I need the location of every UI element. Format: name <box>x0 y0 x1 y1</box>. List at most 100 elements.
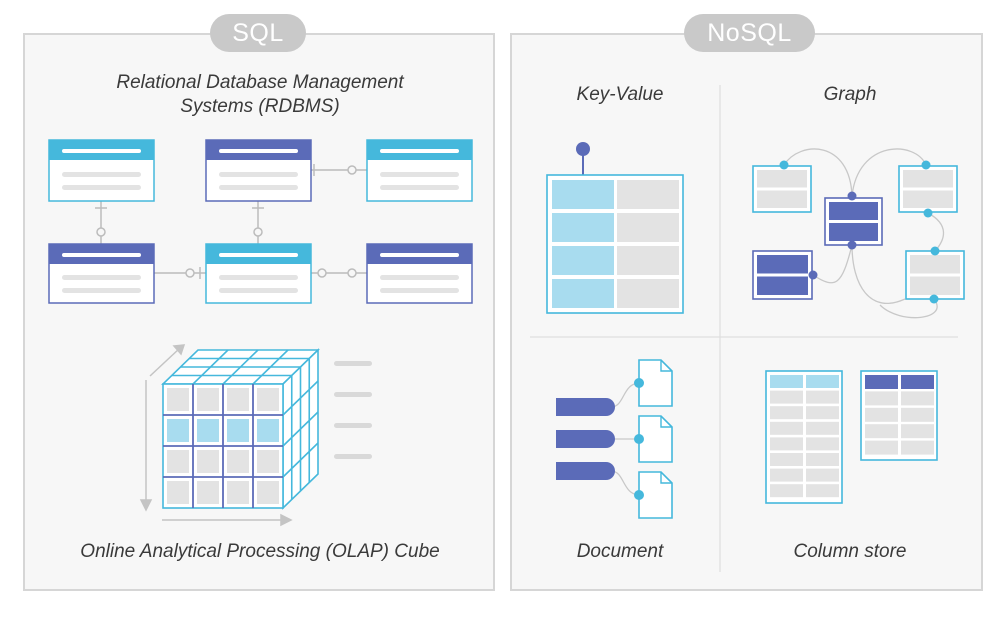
entity-table <box>366 139 473 202</box>
column-cell <box>806 484 839 498</box>
column-cell <box>770 437 803 451</box>
graph-node-field <box>757 170 807 188</box>
cube-front-cells <box>167 388 279 504</box>
relation-end <box>347 268 357 278</box>
graph-node-field <box>903 190 953 208</box>
document-files <box>634 359 673 519</box>
graph-node-field <box>910 276 960 295</box>
cube-cell <box>257 450 279 473</box>
column-cell <box>770 390 803 404</box>
relation-end <box>317 268 327 278</box>
cube-cell <box>167 450 189 473</box>
cube-cell <box>257 419 279 442</box>
column-cell <box>901 375 934 389</box>
cube-cell <box>227 419 249 442</box>
key-pin-icon <box>576 142 590 156</box>
kv-cells <box>552 180 679 308</box>
rdbms-caption-line1: Relational Database Management <box>116 72 404 93</box>
sql-badge: SQL <box>210 14 306 52</box>
kv-key-cell <box>552 213 614 242</box>
olap-cube <box>139 344 372 527</box>
kv-key-cell <box>552 180 614 209</box>
column-cell <box>770 484 803 498</box>
graph-node-field <box>829 223 878 241</box>
cube-cell <box>257 388 279 411</box>
column-cell <box>865 424 898 439</box>
olap-caption: Online Analytical Processing (OLAP) Cube <box>80 541 440 562</box>
column-cell <box>865 440 898 455</box>
graph-nodes <box>752 165 965 300</box>
graph-node-field <box>757 190 807 208</box>
entity-table <box>48 139 155 202</box>
column-cell <box>806 375 839 388</box>
graph-node-field <box>903 170 953 188</box>
graph-connection-dots-dark <box>808 191 857 280</box>
column-cell <box>770 375 803 388</box>
document-link-dot <box>634 490 644 500</box>
column-cells <box>770 375 934 498</box>
entity-table <box>48 243 155 304</box>
key-value-diagram <box>546 142 684 314</box>
document-key-end <box>597 398 615 416</box>
column-cell <box>806 437 839 451</box>
column-cell <box>901 391 934 406</box>
column-cell <box>770 453 803 466</box>
column-cell <box>865 391 898 406</box>
graph-node-field <box>757 255 808 274</box>
relation-end <box>253 227 263 237</box>
column-cell <box>770 406 803 420</box>
column-cell <box>806 453 839 466</box>
kv-value-cell <box>617 180 679 209</box>
graph-caption: Graph <box>823 84 877 105</box>
document-key <box>556 430 606 448</box>
document-link-dot <box>634 434 644 444</box>
cube-cell <box>197 481 219 504</box>
kv-value-cell <box>617 213 679 242</box>
document-key <box>556 398 606 416</box>
column-cell <box>806 468 839 482</box>
graph-node-field <box>829 202 878 220</box>
column-cell <box>901 440 934 455</box>
cube-side-face <box>282 348 319 510</box>
cube-cell <box>227 481 249 504</box>
cube-cell <box>227 388 249 411</box>
column-store-diagram <box>765 370 938 504</box>
relation-end <box>347 165 357 175</box>
document-key-end <box>597 430 615 448</box>
kv-value-cell <box>617 246 679 275</box>
cube-cell <box>227 450 249 473</box>
rdbms-caption-line2: Systems (RDBMS) <box>180 96 340 117</box>
cube-cell <box>167 419 189 442</box>
entity-table <box>366 243 473 304</box>
rdbms-tables <box>48 139 473 304</box>
column-cell <box>806 406 839 420</box>
document-key-end <box>597 462 615 480</box>
document-caption: Document <box>576 541 664 562</box>
column-cell <box>865 375 898 389</box>
column-cell <box>901 424 934 439</box>
kv-key-cell <box>552 279 614 308</box>
cube-cell <box>197 450 219 473</box>
kv-value-cell <box>617 279 679 308</box>
relation-end <box>96 227 106 237</box>
nosql-badge: NoSQL <box>684 14 815 52</box>
entity-table <box>205 243 312 304</box>
cube-cell <box>167 388 189 411</box>
graph-edges <box>783 148 945 319</box>
rdbms-caption: Relational Database Management Systems (… <box>60 71 460 119</box>
column-cell <box>901 407 934 422</box>
cube-cell <box>167 481 189 504</box>
column-cell <box>770 468 803 482</box>
cube-cell <box>197 388 219 411</box>
column-cell <box>806 421 839 435</box>
column-store-caption: Column store <box>793 541 907 562</box>
column-cell <box>770 421 803 435</box>
graph-node-field <box>910 255 960 274</box>
document-link-dot <box>634 378 644 388</box>
column-cell <box>865 407 898 422</box>
rdbms-diagram <box>95 164 368 279</box>
cube-side-bars <box>334 361 372 459</box>
document-diagram <box>556 359 673 519</box>
entity-table <box>205 139 312 202</box>
